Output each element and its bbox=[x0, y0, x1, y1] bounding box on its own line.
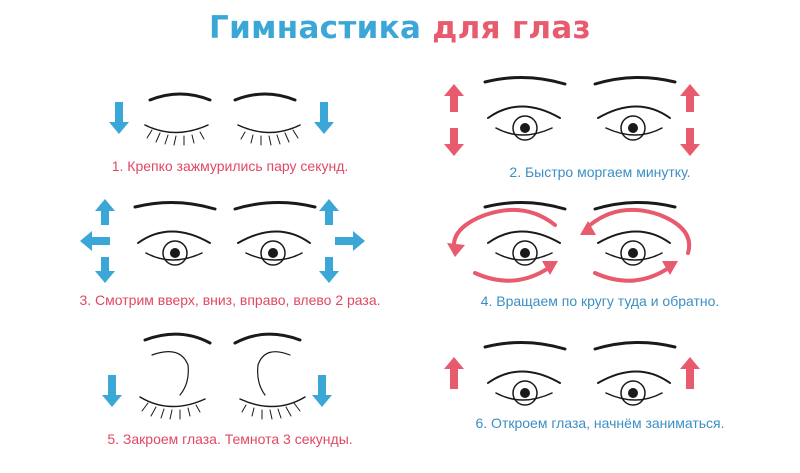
exercise-6-illustration bbox=[444, 341, 700, 406]
exercise-3-illustration bbox=[80, 199, 365, 283]
up-arrow-icon bbox=[95, 199, 115, 225]
exercise-5-caption: 5. Закроем глаза. Темнота 3 секунды. bbox=[107, 431, 353, 447]
up-arrow-icon bbox=[680, 84, 700, 112]
open-eyes bbox=[133, 201, 317, 266]
closed-eyes bbox=[139, 332, 306, 420]
circular-arrow-icon bbox=[580, 207, 692, 283]
left-arrow-icon bbox=[80, 231, 110, 251]
exercise-3-caption: 3. Смотрим вверх, вниз, вправо, влево 2 … bbox=[79, 292, 381, 308]
down-arrow-icon bbox=[102, 375, 122, 407]
exercise-5: 5. Закроем глаза. Темнота 3 секунды. bbox=[60, 325, 400, 455]
down-arrow-icon bbox=[312, 375, 332, 407]
exercise-4: 4. Вращаем по кругу туда и обратно. bbox=[430, 195, 770, 315]
open-eyes bbox=[483, 341, 677, 406]
exercise-6-caption: 6. Откроем глаза, начнём заниматься. bbox=[475, 415, 725, 431]
exercise-1: 1. Крепко зажмурились пару секунд. bbox=[60, 70, 400, 190]
down-arrow-icon bbox=[680, 128, 700, 156]
open-eyes bbox=[483, 201, 677, 266]
down-arrow-icon bbox=[444, 128, 464, 156]
up-arrow-icon bbox=[680, 357, 700, 389]
up-arrow-icon bbox=[444, 357, 464, 389]
exercise-4-illustration bbox=[447, 201, 692, 283]
up-arrow-icon bbox=[319, 199, 339, 225]
exercise-2: 2. Быстро моргаем минутку. bbox=[430, 70, 770, 190]
exercise-2-illustration bbox=[444, 76, 700, 156]
exercise-2-caption: 2. Быстро моргаем минутку. bbox=[509, 164, 691, 180]
open-eyes bbox=[483, 76, 677, 141]
up-arrow-icon bbox=[444, 84, 464, 112]
exercise-6: 6. Откроем глаза, начнём заниматься. bbox=[430, 335, 770, 455]
closed-eyes bbox=[144, 92, 301, 146]
exercise-5-illustration bbox=[102, 332, 332, 420]
down-arrow-icon bbox=[319, 257, 339, 283]
exercise-1-caption: 1. Крепко зажмурились пару секунд. bbox=[111, 158, 349, 174]
exercise-3: 3. Смотрим вверх, вниз, вправо, влево 2 … bbox=[60, 195, 400, 315]
title-part-1: Гимнастика bbox=[209, 10, 422, 46]
down-arrow-icon bbox=[109, 102, 129, 134]
down-arrow-icon bbox=[95, 257, 115, 283]
exercise-1-illustration bbox=[109, 92, 334, 146]
circular-arrow-icon bbox=[447, 207, 558, 283]
right-arrow-icon bbox=[335, 231, 365, 251]
page-title: Гимнастика для глаз bbox=[0, 10, 800, 46]
exercise-4-caption: 4. Вращаем по кругу туда и обратно. bbox=[480, 293, 720, 309]
title-part-2: для глаз bbox=[432, 10, 591, 46]
down-arrow-icon bbox=[314, 102, 334, 134]
